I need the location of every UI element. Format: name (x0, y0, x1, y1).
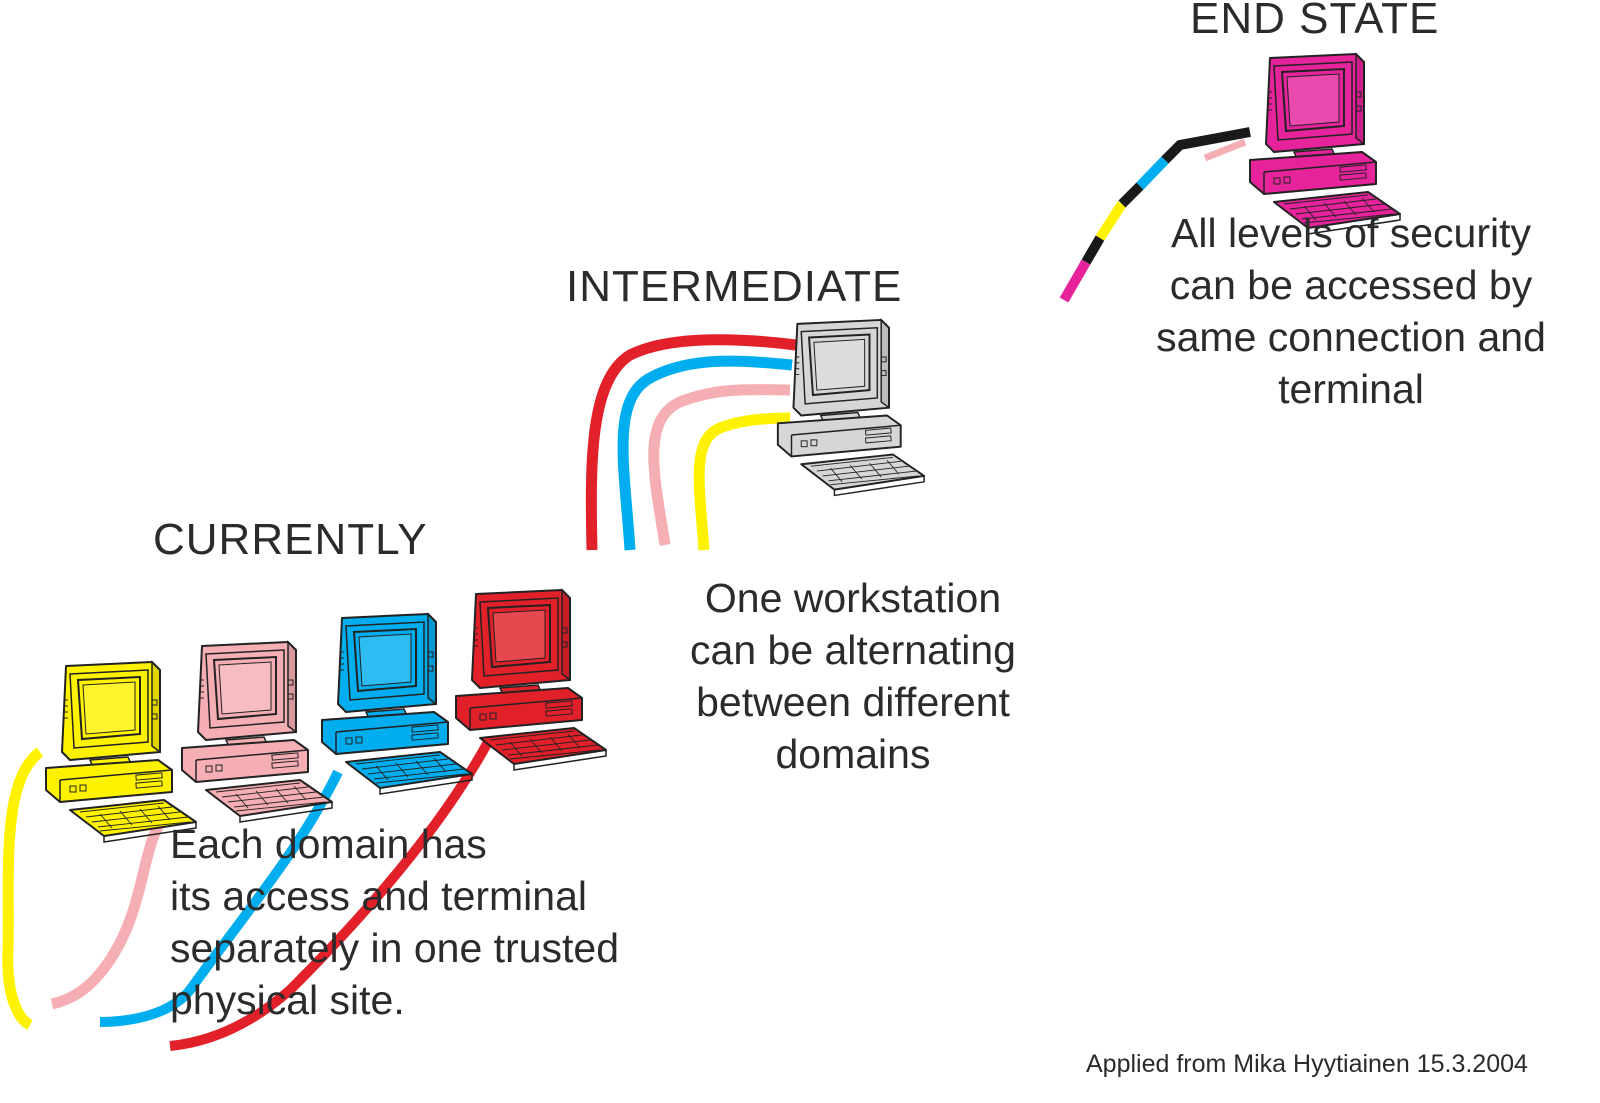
description-line: separately in one trusted (170, 925, 619, 971)
cable-segment (1118, 182, 1144, 208)
computer-blue-icon (321, 613, 473, 795)
stage-title-intermediate: INTERMEDIATE (566, 262, 903, 311)
description-currently: Each domain has its access and terminal … (170, 818, 619, 1026)
cable-segment (1081, 235, 1105, 265)
description-line: domains (775, 731, 931, 777)
cable-red (169, 739, 493, 1051)
description-line: same connection and (1156, 314, 1546, 360)
stage-title-end-state: END STATE (1190, 0, 1440, 43)
description-line: its access and terminal (170, 873, 588, 919)
description-line: physical site. (170, 977, 405, 1023)
description-line: between different (696, 679, 1010, 725)
stage-title-currently: CURRENTLY (153, 515, 428, 564)
cable-blue (617, 355, 793, 551)
connection-cables (2, 127, 1251, 1051)
description-intermediate: One workstation can be alternating betwe… (653, 572, 1053, 780)
description-line: All levels of security (1170, 210, 1531, 256)
cable-segment (1136, 156, 1169, 190)
cable-red (585, 334, 797, 551)
cable-segment (1095, 201, 1127, 241)
cable-yellow (2, 747, 44, 1030)
description-line: can be accessed by (1169, 262, 1533, 308)
computer-pink-icon (181, 641, 333, 823)
credit-note: Applied from Mika Hyytiainen 15.3.2004 (1086, 1050, 1528, 1078)
description-line: terminal (1278, 366, 1424, 412)
cable-segment (1059, 259, 1091, 303)
cable-segment (1161, 127, 1251, 164)
cable-pink (1203, 138, 1247, 162)
description-line: can be alternating (690, 627, 1016, 673)
computer-yellow-icon (45, 661, 197, 843)
cable-yellow (693, 412, 791, 551)
description-end-state: All levels of security can be accessed b… (1126, 207, 1576, 415)
cable-pink (648, 384, 791, 546)
description-line: One workstation (704, 575, 1002, 621)
computer-red-icon (455, 589, 607, 771)
cable-blue (99, 769, 343, 1027)
computer-gray-icon (776, 318, 926, 497)
description-line: Each domain has (170, 821, 487, 867)
